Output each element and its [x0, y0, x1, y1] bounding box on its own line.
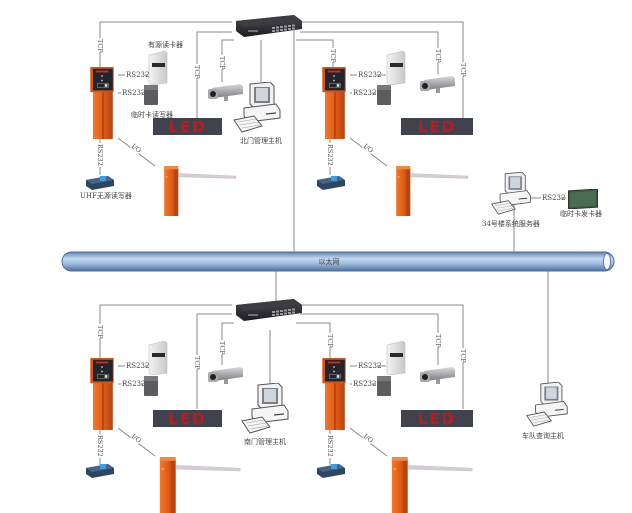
uhf-reader-icon[interactable] [317, 176, 345, 190]
barrier-gate-icon[interactable] [395, 166, 469, 216]
card-issuer-label: 临时卡发卡器 [560, 209, 602, 218]
camera-icon[interactable] [420, 367, 455, 384]
ethernet-backbone: 以太网 [61, 251, 615, 272]
fleet-computer-icon[interactable] [526, 382, 568, 427]
tcp-label: TCP [459, 349, 467, 363]
south-gate: LED 南门管理主机 LED [86, 299, 473, 513]
rs232-label: RS232 [122, 89, 145, 97]
tcp-label: TCP [434, 334, 442, 348]
rs232-label: RS232 [326, 435, 334, 457]
io-label: I/O [130, 142, 143, 154]
temp-card-reader-icon[interactable] [144, 376, 158, 396]
server-computer-icon[interactable] [491, 172, 531, 215]
active-reader-icon[interactable] [386, 51, 406, 85]
rs232-label: RS232 [126, 362, 149, 370]
io-label: I/O [362, 142, 375, 154]
uhf-reader-icon[interactable] [317, 464, 345, 478]
rs232-label: RS232 [96, 435, 104, 457]
uhf-reader-icon[interactable] [86, 176, 114, 190]
network-switch-icon[interactable] [236, 15, 302, 37]
tcp-label: TCP [218, 56, 226, 70]
led-text: LED [168, 118, 206, 136]
temp-card-reader-label: 临时卡读写器 [131, 110, 173, 119]
rs232-label: RS232 [353, 380, 376, 388]
uhf-reader-label: UHF无源读写器 [80, 191, 132, 200]
link-labels: TCP TCP TCP TCP TCP TCP TCP TCP TCP TCP … [96, 38, 565, 458]
active-reader-icon[interactable] [148, 51, 168, 85]
north-host-label: 北门管理主机 [240, 136, 282, 145]
tcp-label: TCP [96, 39, 104, 53]
uhf-reader-icon[interactable] [86, 464, 114, 478]
barrier-gate-icon[interactable] [391, 457, 473, 513]
active-reader-icon[interactable] [148, 341, 168, 375]
server-area: 34号楼系统服务器 临时卡发卡器 [482, 172, 602, 228]
led-text: LED [418, 410, 456, 428]
barrier-gate-icon[interactable] [159, 457, 241, 513]
barrier-gate-icon[interactable] [163, 166, 237, 216]
rs232-label: RS232 [353, 89, 376, 97]
rs232-label: RS232 [326, 144, 334, 166]
temp-card-reader-icon[interactable] [377, 85, 391, 105]
temp-card-reader-icon[interactable] [144, 85, 158, 105]
rs232-label: RS232 [96, 144, 104, 166]
ticket-kiosk-icon[interactable] [89, 67, 115, 139]
tcp-label: TCP [96, 325, 104, 339]
temp-card-reader-icon[interactable] [377, 376, 391, 396]
ticket-kiosk-icon[interactable] [321, 358, 347, 430]
tcp-label: TCP [459, 63, 467, 77]
led-display[interactable]: LED [153, 410, 222, 428]
tcp-label: TCP [218, 341, 226, 355]
fleet-host-label: 车队查询主机 [522, 431, 564, 440]
south-host-label: 南门管理主机 [244, 437, 286, 446]
tcp-label: TCP [329, 49, 337, 63]
rs232-label: RS232 [358, 71, 381, 79]
tcp-label: TCP [193, 356, 201, 370]
led-text: LED [418, 118, 456, 136]
network-switch-icon[interactable] [236, 299, 302, 321]
camera-icon[interactable] [420, 76, 455, 93]
rs232-label: RS232 [542, 194, 565, 202]
computer-icon[interactable] [241, 383, 289, 434]
tcp-label: TCP [326, 334, 334, 348]
rs232-label: RS232 [358, 362, 381, 370]
rs232-label: RS232 [126, 71, 149, 79]
ticket-kiosk-icon[interactable] [89, 358, 115, 430]
active-reader-label: 有源读卡器 [148, 40, 183, 49]
led-display[interactable]: LED [401, 410, 473, 428]
tcp-label: TCP [193, 65, 201, 79]
active-reader-icon[interactable] [386, 341, 406, 375]
led-display[interactable]: LED [401, 118, 473, 136]
led-text: LED [168, 410, 206, 428]
tcp-label: TCP [434, 49, 442, 63]
ticket-kiosk-icon[interactable] [321, 67, 347, 139]
north-gate: 有源读卡器 临时卡读写器 LED 北门管理主机 UHF无源读写器 LED [80, 15, 473, 216]
card-issuer-icon[interactable] [567, 189, 599, 209]
led-display[interactable]: LED [153, 118, 222, 136]
io-label: I/O [130, 432, 143, 444]
backbone-label: 以太网 [319, 257, 340, 266]
rs232-label: RS232 [122, 380, 145, 388]
server-label: 34号楼系统服务器 [482, 219, 540, 228]
camera-icon[interactable] [208, 367, 243, 384]
io-label: I/O [362, 432, 375, 444]
camera-icon[interactable] [208, 84, 243, 101]
fleet-host-area: 车队查询主机 [522, 382, 568, 440]
